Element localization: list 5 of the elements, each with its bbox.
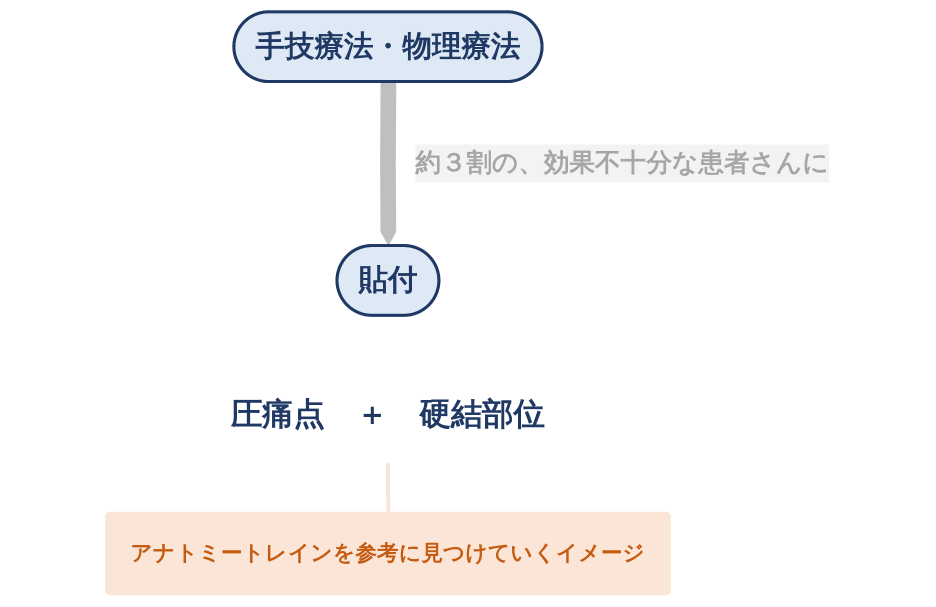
- edge-label: 約３割の、効果不十分な患者さんに: [415, 147, 829, 180]
- connector-line: [386, 462, 390, 512]
- node-text: 圧痛点 ＋ 硬結部位: [230, 394, 546, 432]
- arrow: [380, 82, 396, 246]
- node-box: アナトミートレインを参考に見つけていくイメージ: [105, 512, 671, 596]
